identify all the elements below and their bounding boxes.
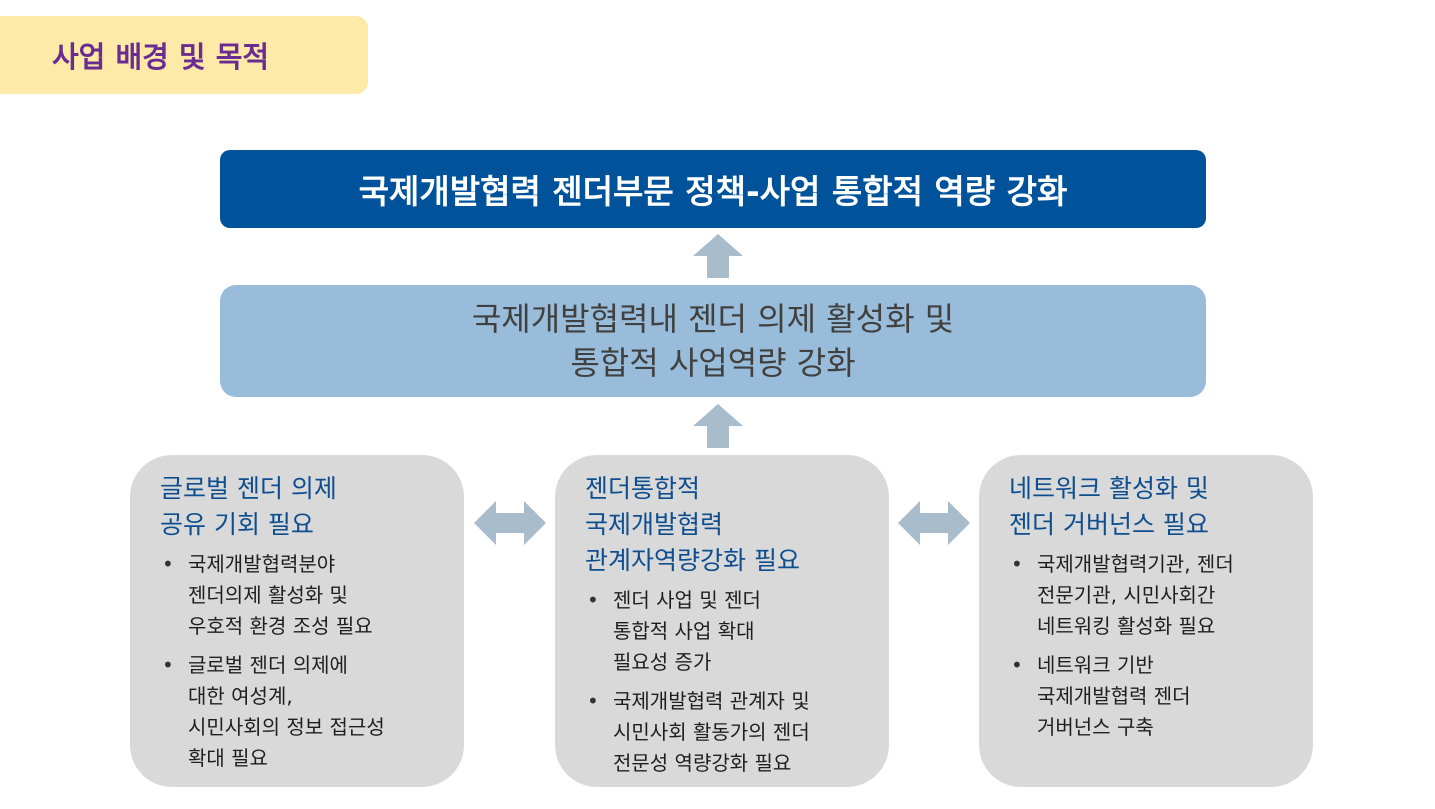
section-tag-label: 사업 배경 및 목적 <box>52 40 270 74</box>
right-box-title-line-2: 젠더 거버넌스 필요 <box>1009 510 1209 539</box>
center-box-title-line-3: 관계자역량강화 필요 <box>585 546 800 575</box>
center-box-title-line-2: 국제개발협력 <box>585 510 724 539</box>
list-item: 글로벌 젠더 의제에 대한 여성계, 시민사회의 정보 접근성 확대 필요 <box>160 650 444 774</box>
mid-box: 국제개발협력내 젠더 의제 활성화 및 통합적 사업역량 강화 <box>220 285 1206 397</box>
list-item: 젠더 사업 및 젠더 통합적 사업 확대 필요성 증가 <box>585 585 869 678</box>
left-box-title: 글로벌 젠더 의제 공유 기회 필요 <box>160 471 444 543</box>
center-box-title: 젠더통합적 국제개발협력 관계자역량강화 필요 <box>585 471 869 579</box>
left-box-list: 국제개발협력분야 젠더의제 활성화 및 우호적 환경 조성 필요 글로벌 젠더 … <box>160 549 444 774</box>
double-arrow-icon <box>474 501 546 545</box>
list-item: 국제개발협력 관계자 및 시민사회 활동가의 젠더 전문성 역량강화 필요 <box>585 686 869 779</box>
goal-text: 국제개발협력 젠더부문 정책-사업 통합적 역량 강화 <box>358 172 1068 211</box>
right-box-title: 네트워크 활성화 및 젠더 거버넌스 필요 <box>1009 471 1293 543</box>
right-box-list: 국제개발협력기관, 젠더 전문기관, 시민사회간 네트워킹 활성화 필요 네트워… <box>1009 549 1293 743</box>
mid-text-line-1: 국제개발협력내 젠더 의제 활성화 및 <box>471 300 955 338</box>
right-box: 네트워크 활성화 및 젠더 거버넌스 필요 국제개발협력기관, 젠더 전문기관,… <box>979 455 1313 787</box>
left-box: 글로벌 젠더 의제 공유 기회 필요 국제개발협력분야 젠더의제 활성화 및 우… <box>130 455 464 787</box>
arrow-up-icon <box>693 404 743 448</box>
right-box-title-line-1: 네트워크 활성화 및 <box>1009 474 1209 503</box>
left-box-title-line-2: 공유 기회 필요 <box>160 510 314 539</box>
arrow-up-icon <box>693 234 743 278</box>
left-box-title-line-1: 글로벌 젠더 의제 <box>160 474 337 503</box>
mid-text-line-2: 통합적 사업역량 강화 <box>570 344 856 382</box>
center-box-list: 젠더 사업 및 젠더 통합적 사업 확대 필요성 증가 국제개발협력 관계자 및… <box>585 585 869 779</box>
list-item: 국제개발협력분야 젠더의제 활성화 및 우호적 환경 조성 필요 <box>160 549 444 642</box>
center-box-title-line-1: 젠더통합적 <box>585 474 701 503</box>
section-tag: 사업 배경 및 목적 <box>0 16 368 94</box>
list-item: 국제개발협력기관, 젠더 전문기관, 시민사회간 네트워킹 활성화 필요 <box>1009 549 1293 642</box>
list-item: 네트워크 기반 국제개발협력 젠더 거버넌스 구축 <box>1009 650 1293 743</box>
goal-box: 국제개발협력 젠더부문 정책-사업 통합적 역량 강화 <box>220 150 1206 228</box>
center-box: 젠더통합적 국제개발협력 관계자역량강화 필요 젠더 사업 및 젠더 통합적 사… <box>555 455 889 787</box>
double-arrow-icon <box>898 501 970 545</box>
